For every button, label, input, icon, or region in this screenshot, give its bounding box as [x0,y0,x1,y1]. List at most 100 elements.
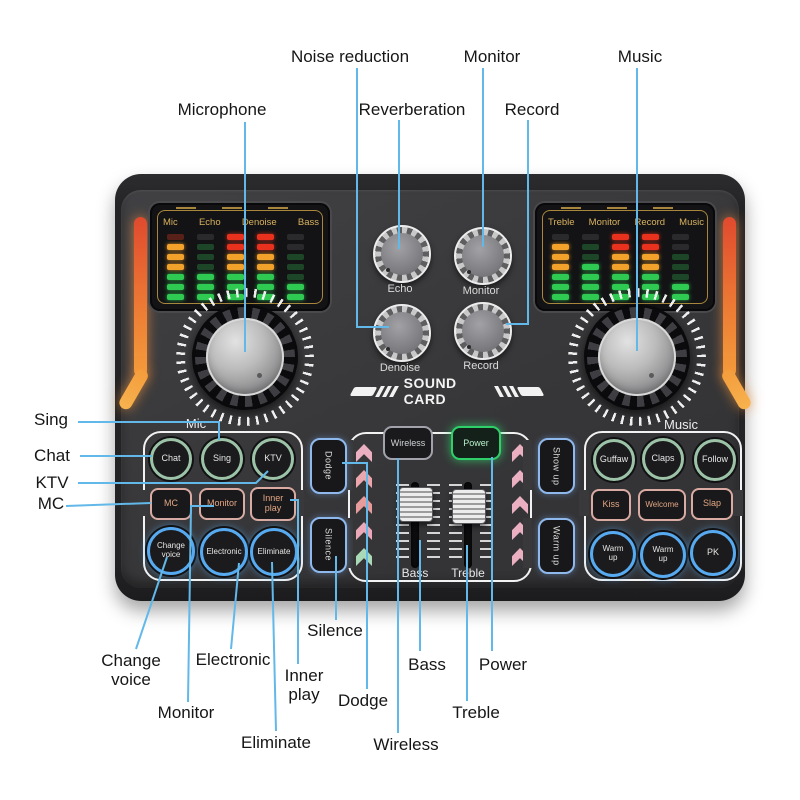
music-volume-knob[interactable] [568,288,706,426]
callout-bass: Bass [408,655,446,674]
monitor-knob[interactable] [454,227,512,285]
treble-slider-track[interactable] [464,482,472,568]
button-label: Silence [323,528,334,562]
callout-reverberation: Reverberation [358,100,466,119]
led-cell [552,264,569,270]
led-cell [197,254,214,260]
led-cell [197,294,214,300]
led-cell [227,274,244,280]
callout-chat: Chat [34,446,70,465]
mic-volume-knob[interactable] [176,288,314,426]
monitor-knob-label: Monitor [462,285,500,297]
button-label: Welcome [645,499,679,509]
meter-labels: Treble Monitor Record Music [548,217,704,228]
button-label: MC [164,498,178,509]
follow-button[interactable]: Follow [694,439,736,481]
guffaw-button[interactable]: Guffaw [593,439,635,481]
electronic-button[interactable]: Electronic [200,528,248,576]
button-label: Wireless [390,438,426,448]
show-up-button[interactable]: Show up [538,438,575,494]
led-cell [287,234,304,240]
callout-dodge: Dodge [337,691,389,710]
dodge-button[interactable]: Dodge [310,438,347,494]
led-cell [227,234,244,240]
denoise-knob[interactable] [373,304,431,362]
callout-microphone: Microphone [177,100,267,119]
warm-up-button-2[interactable]: Warm up [640,532,686,578]
chat-button[interactable]: Chat [150,438,192,480]
warm-up-side-button[interactable]: Warm up [538,518,575,574]
led-cell [672,264,689,270]
kiss-button[interactable]: Kiss [591,489,631,521]
mic-section-heading: Mic [185,416,207,431]
wireless-button[interactable]: Wireless [383,426,433,460]
echo-knob[interactable] [373,225,431,283]
meter-label-treble: Treble [548,217,575,228]
treble-slider-handle[interactable] [452,489,486,524]
meter-label-bass: Bass [297,217,319,228]
led-cell [227,264,244,270]
button-label: KTV [264,453,282,464]
record-knob[interactable] [454,302,512,360]
arrow-led [356,444,372,462]
claps-button[interactable]: Claps [642,438,684,480]
button-label: PK [706,547,719,558]
button-label: Power [463,438,489,448]
mc-button[interactable]: MC [150,488,192,520]
button-label: Slap [702,498,721,509]
led-cell [582,234,599,240]
led-cell [287,284,304,290]
silence-button[interactable]: Silence [310,517,347,573]
callout-power: Power [478,655,528,674]
button-label: Show up [551,446,562,486]
button-label: Monitor [206,498,237,509]
ktv-button[interactable]: KTV [252,438,294,480]
meter-label-record: Record [634,217,666,228]
meter-label-denoise: Denoise [241,217,277,228]
knob-cap [206,318,284,396]
callout-mc: MC [37,494,65,513]
led-cell [167,244,184,250]
sing-button[interactable]: Sing [201,438,243,480]
change-voice-button[interactable]: Change voice [147,527,195,575]
button-label: Change voice [156,541,186,559]
led-cell [227,244,244,250]
button-label: Follow [701,454,728,465]
led-cell [582,274,599,280]
denoise-knob-label: Denoise [379,362,421,374]
slap-button[interactable]: Slap [691,488,733,520]
callout-inner-play: Inner play [284,666,324,705]
led-cell [227,254,244,260]
led-cell [197,234,214,240]
button-label: Claps [651,453,675,464]
led-cell [672,234,689,240]
monitor-button[interactable]: Monitor [199,488,245,520]
led-cell [287,264,304,270]
led-cell [642,284,659,290]
callout-change-voice: Change voice [101,651,161,690]
left-arrow-leds [356,444,372,566]
callout-treble: Treble [452,703,500,722]
frame-gap [523,518,532,568]
eliminate-button[interactable]: Eliminate [250,528,298,576]
led-cell [257,284,274,290]
frame-gap [579,490,589,516]
button-label: Warm up [602,544,624,562]
inner-play-button[interactable]: Inner play [250,487,296,521]
warm-up-button-1[interactable]: Warm up [590,531,636,577]
bass-slider-handle[interactable] [399,487,433,522]
led-cell [167,254,184,260]
arrow-led [356,496,372,514]
led-cell [257,264,274,270]
led-cell [582,294,599,300]
led-cell [197,264,214,270]
led-cell [287,244,304,250]
bass-slider-track[interactable] [411,482,419,568]
welcome-button[interactable]: Welcome [638,489,686,521]
power-button[interactable]: Power [451,426,501,460]
led-cell [197,274,214,280]
logo-bar [349,386,377,396]
led-cell [642,244,659,250]
button-label: Sing [212,453,231,464]
pk-button[interactable]: PK [690,530,736,576]
